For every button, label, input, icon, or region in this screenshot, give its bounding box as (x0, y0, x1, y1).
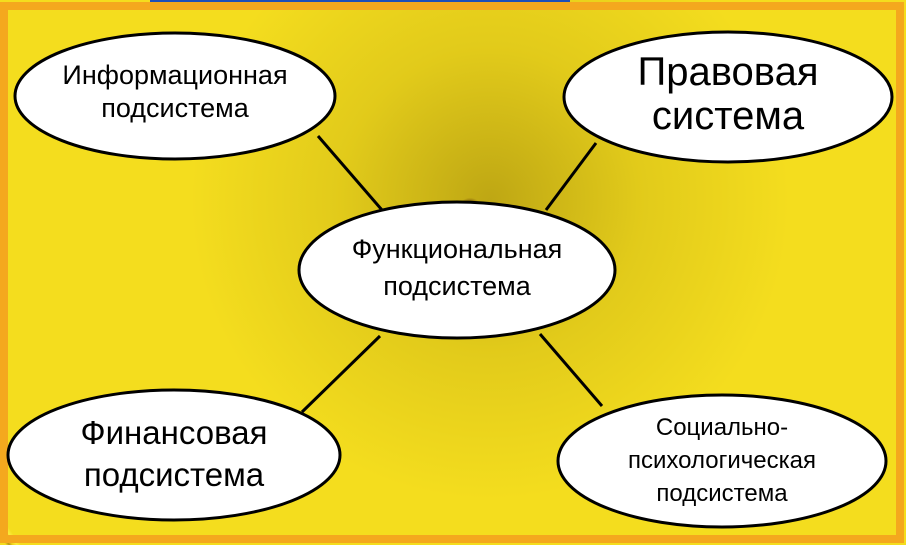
node-information-subsystem: Информационная подсистема (13, 31, 337, 161)
connector-bottom-right (538, 333, 604, 407)
node-label-line2: психологическая (628, 447, 816, 474)
node-label-line3: подсистема (656, 480, 788, 507)
node-socio-psychological-subsystem: Социально- психологическая подсистема (556, 393, 888, 529)
node-ellipse (297, 200, 617, 340)
node-label-line2: система (652, 94, 805, 138)
node-label-line1: Функциональная (352, 234, 563, 264)
connectors (300, 135, 604, 414)
node-functional-subsystem: Функциональная подсистема (297, 200, 617, 340)
node-ellipse (6, 388, 342, 522)
connector-top-left (316, 135, 384, 211)
node-ellipse (556, 393, 888, 529)
node-ellipse (562, 30, 894, 164)
node-label-line2: подсистема (101, 93, 250, 123)
top-accent-strip (150, 0, 570, 3)
node-label-line2: подсистема (84, 456, 265, 493)
node-legal-system: Правовая система (562, 30, 894, 164)
node-label-line1: Информационная (62, 60, 287, 90)
node-ellipse (13, 31, 337, 161)
node-label-line2: подсистема (383, 271, 532, 301)
node-label-line1: Социально- (656, 414, 788, 441)
node-label-line1: Правовая (638, 50, 819, 94)
node-label-line1: Финансовая (81, 414, 268, 451)
connector-top-right (544, 142, 598, 211)
connector-bottom-left (300, 334, 382, 414)
node-financial-subsystem: Финансовая подсистема (6, 388, 342, 522)
